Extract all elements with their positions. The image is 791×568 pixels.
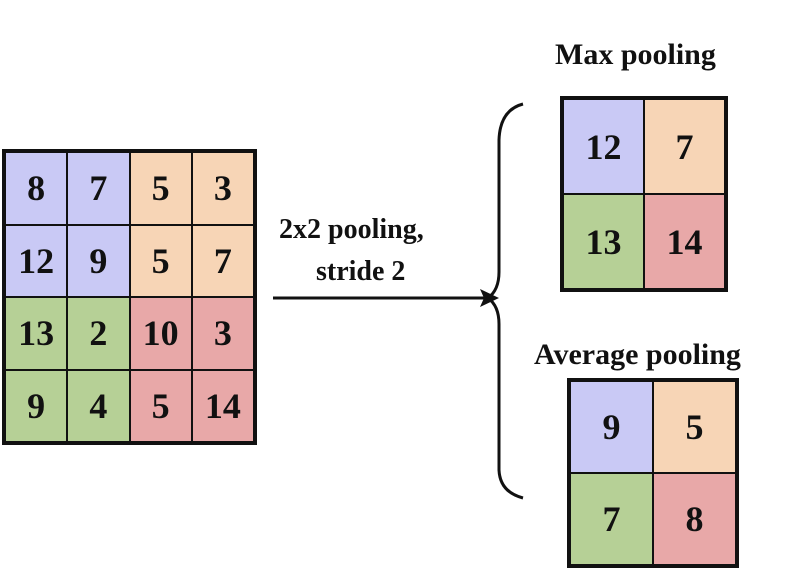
connectors: [273, 102, 524, 500]
matrix-cell: 5: [129, 152, 192, 225]
matrix-cell: 7: [570, 473, 653, 565]
arrow-right-icon: [273, 289, 499, 307]
matrix-cell: 7: [67, 152, 130, 225]
operation-label-line2: stride 2: [316, 256, 406, 287]
matrix-cell: 12: [563, 99, 644, 194]
left-brace-icon: [485, 102, 524, 500]
matrix-cell: 4: [67, 369, 130, 442]
matrix-cell: 5: [129, 369, 192, 442]
matrix-cell: 2: [67, 297, 130, 370]
matrix-cell: 7: [644, 99, 725, 194]
matrix-cell: 8: [5, 152, 68, 225]
matrix-cell: 5: [653, 381, 736, 473]
matrix-cell: 3: [191, 297, 254, 370]
matrix-cell: 14: [191, 369, 254, 442]
max-pooling-title: Max pooling: [555, 38, 716, 71]
matrix-cell: 14: [644, 194, 725, 289]
matrix-cell: 9: [570, 381, 653, 473]
matrix-cell: 12: [5, 224, 68, 297]
matrix-cell: 5: [129, 224, 192, 297]
matrix-cell: 13: [5, 297, 68, 370]
matrix-cell: 9: [67, 224, 130, 297]
average-pooling-title: Average pooling: [534, 338, 741, 371]
matrix-cell: 9: [5, 369, 68, 442]
matrix-cell: 10: [129, 297, 192, 370]
matrix-cell: 13: [563, 194, 644, 289]
matrix-cell: 7: [191, 224, 254, 297]
matrix-cell: 3: [191, 152, 254, 225]
operation-label-line1: 2x2 pooling,: [279, 214, 424, 245]
matrix-cell: 8: [653, 473, 736, 565]
